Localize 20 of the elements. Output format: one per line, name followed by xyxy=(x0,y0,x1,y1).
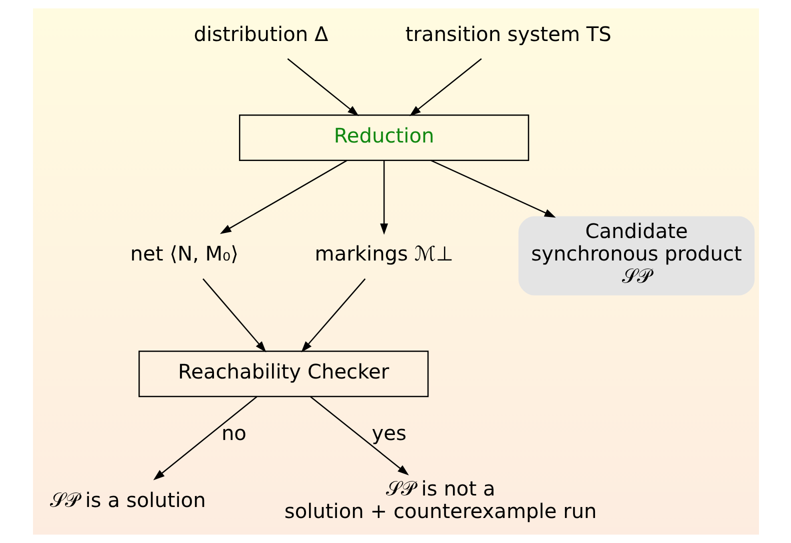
arrow xyxy=(219,160,347,234)
arrow xyxy=(300,278,366,352)
node-box: Reachability Checker xyxy=(138,350,428,398)
node-text: distribution Δ xyxy=(193,22,328,46)
arrow xyxy=(152,396,257,480)
node-text: transition system TS xyxy=(404,22,611,46)
node-text: 𝒮𝒫 is not a solution + counterexample run xyxy=(284,476,596,524)
node-text: 𝒮𝒫 is a solution xyxy=(49,488,206,512)
arrow xyxy=(409,58,482,116)
edge-label: yes xyxy=(371,421,406,446)
arrow xyxy=(380,160,388,235)
node-box: Reduction xyxy=(238,114,529,161)
arrow xyxy=(286,58,358,116)
node-text: net ⟨N, M₀⟩ xyxy=(130,242,238,266)
node-text: markings ℳ⊥ xyxy=(314,242,453,266)
edge-label: no xyxy=(220,421,246,446)
node-box: Candidate synchronous product 𝒮𝒫 xyxy=(518,216,754,296)
arrow xyxy=(430,160,556,218)
arrow xyxy=(310,396,408,476)
arrow xyxy=(202,278,266,352)
